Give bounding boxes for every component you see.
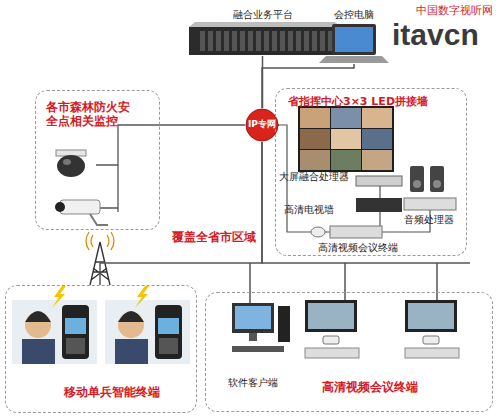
person-body — [115, 339, 148, 364]
signal-bolt — [135, 286, 149, 308]
device-label-node: 高清电视墙 — [284, 204, 344, 218]
node-heading: 会控电脑 — [318, 9, 390, 21]
node-heading: 高清视频会议终端 — [318, 242, 398, 254]
led-wall-frame — [298, 106, 394, 172]
speaker — [410, 166, 424, 192]
led-tile — [331, 150, 361, 170]
laptop-screen-frame — [332, 24, 376, 55]
tv-wall-device — [356, 198, 402, 212]
pc-monitor — [232, 303, 274, 333]
device-label-node: 音频处理器 — [404, 214, 464, 228]
laptop-screen — [335, 27, 373, 52]
terminal-screen — [408, 303, 454, 329]
node-heading: 省指挥中心3×3 LED拼接墙 — [288, 95, 428, 108]
conference-terminal — [305, 300, 359, 358]
fusion-processor — [356, 176, 402, 186]
watermark-text: 中国数字视听网 — [416, 4, 493, 17]
video-terminal — [330, 226, 382, 238]
bullet-camera-bracket — [90, 214, 108, 225]
ip-circle-shape — [246, 109, 278, 141]
speaker-cone — [433, 180, 441, 188]
node-heading: 移动单兵智能终端 — [64, 385, 160, 399]
dome-camera — [57, 155, 85, 177]
device-label-node: 大屏融合处理器 — [279, 171, 357, 185]
server-node: 融合业务平台 — [185, 4, 340, 56]
network-link — [160, 124, 245, 126]
terminal-camera — [423, 336, 439, 344]
camera-wire — [96, 125, 160, 212]
led-tile — [300, 150, 330, 170]
led-tile — [331, 108, 361, 128]
audio-processor — [404, 198, 456, 210]
pc-keyboard — [232, 346, 284, 352]
server-slots — [198, 31, 332, 51]
person-hair — [25, 311, 51, 322]
person-body — [22, 339, 55, 364]
handheld-screen — [65, 318, 86, 334]
led-tile — [362, 108, 392, 128]
server-chassis — [189, 27, 341, 55]
video-camera — [311, 227, 325, 237]
person-face — [25, 312, 51, 338]
node-heading: 融合业务平台 — [185, 9, 340, 21]
terminal-codec — [405, 348, 459, 358]
ip-network-circle: IP专网 — [245, 108, 279, 142]
terminal-monitor — [305, 300, 357, 332]
handheld-photo — [12, 286, 97, 364]
led-tile — [300, 129, 330, 149]
trunk-wire — [250, 263, 470, 303]
speaker — [430, 166, 444, 192]
network-link — [100, 142, 262, 285]
terminal-screen — [308, 303, 354, 329]
watermark-logo: itavcn — [392, 17, 479, 53]
handheld-device — [62, 305, 89, 359]
laptop-base — [319, 56, 389, 63]
person-face — [118, 312, 144, 338]
led-tile — [300, 108, 330, 128]
radio-waves — [86, 232, 114, 250]
speaker-cone — [413, 180, 421, 188]
led-tile — [362, 129, 392, 149]
conference-terminal — [405, 300, 459, 358]
client-region: 软件客户端 高清视频会议终端 — [205, 292, 493, 412]
coverage-note: 覆盖全省市区域 — [172, 230, 256, 244]
mobile-terminal-region: 移动单兵智能终端 — [5, 285, 197, 413]
node-heading: 大屏融合处理器 — [279, 171, 349, 183]
node-heading: IP专网 — [245, 119, 279, 130]
pc-tower — [278, 306, 290, 342]
node-heading: 音频处理器 — [404, 214, 454, 226]
led-tile — [362, 150, 392, 170]
node-heading: 高清电视墙 — [284, 204, 334, 216]
pc-screen — [235, 306, 271, 329]
bullet-camera — [60, 200, 100, 214]
terminal-monitor — [405, 300, 457, 332]
bullet-camera-lens — [55, 202, 65, 212]
handheld-keypad — [159, 338, 178, 354]
device-label-node: 高清视频会议终端 — [318, 242, 413, 256]
person-hair — [118, 311, 144, 322]
node-heading: 软件客户端 — [228, 377, 278, 389]
led-tile — [331, 129, 361, 149]
photo-background — [12, 300, 97, 364]
signal-bolt — [52, 286, 66, 308]
laptop-node: 会控电脑 — [318, 4, 390, 64]
handheld-photo — [105, 286, 190, 364]
command-center-region: 省指挥中心3×3 LED拼接墙大屏融合处理器高清电视墙音频处理器高清视频会议终端 — [275, 88, 467, 256]
server-top — [189, 22, 341, 27]
node-text: 高清视频会议终端 — [322, 380, 418, 394]
pc-stand — [249, 333, 257, 341]
dome-camera-highlight — [63, 159, 71, 165]
terminal-codec — [305, 348, 359, 358]
monitoring-region: 各市森林防火安 全点相关监控 — [35, 90, 160, 230]
photo-background — [105, 300, 190, 364]
handheld-device — [155, 305, 182, 359]
handheld-screen — [158, 318, 179, 334]
handheld-keypad — [66, 338, 85, 354]
terminal-camera — [323, 336, 339, 344]
node-heading: 各市森林防火安 全点相关监控 — [46, 100, 138, 129]
